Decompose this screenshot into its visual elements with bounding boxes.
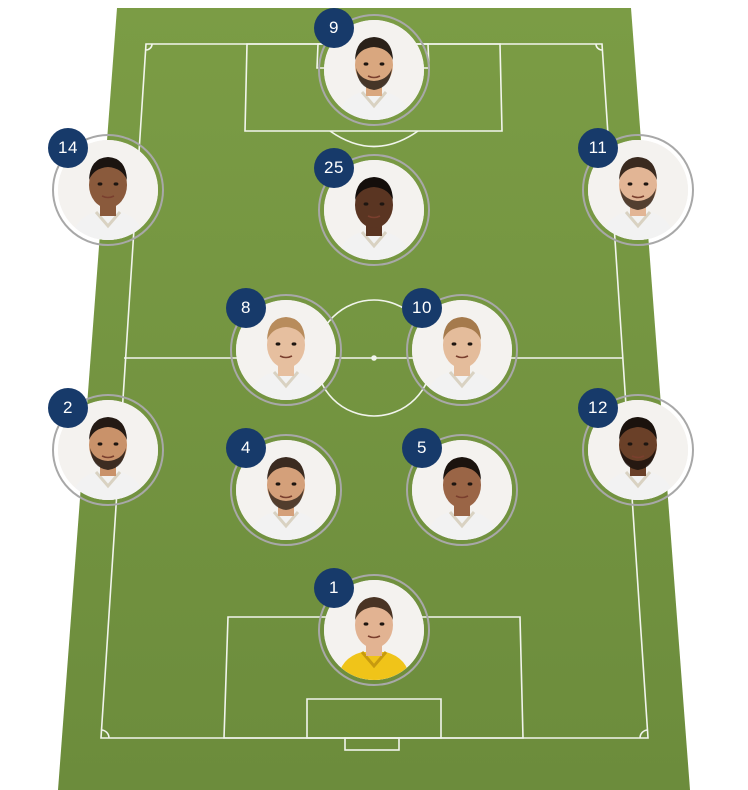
- player-card[interactable]: 14: [48, 128, 164, 246]
- centre-spot: [371, 355, 377, 361]
- player-card[interactable]: 11: [578, 128, 694, 246]
- player-ring: [582, 394, 694, 506]
- pitch-surface: [58, 8, 690, 790]
- player-number-badge: 11: [578, 128, 618, 168]
- player-number-badge: 5: [402, 428, 442, 468]
- corner-arc-bl: [100, 729, 110, 739]
- player-photo: [58, 140, 158, 240]
- bottom-goal-box: [306, 698, 442, 739]
- player-number-badge: 12: [578, 388, 618, 428]
- player-card[interactable]: 12: [578, 388, 694, 506]
- player-number-badge: 8: [226, 288, 266, 328]
- player-ring: [52, 394, 164, 506]
- player-card[interactable]: 1: [314, 568, 430, 686]
- top-penalty-arc: [329, 130, 419, 148]
- bottom-goal: [344, 737, 400, 751]
- player-ring: [406, 294, 518, 406]
- player-photo: [588, 400, 688, 500]
- player-number-badge: 4: [226, 428, 266, 468]
- player-ring: [406, 434, 518, 546]
- player-card[interactable]: 9: [314, 8, 430, 126]
- player-number-badge: 1: [314, 568, 354, 608]
- player-number-badge: 25: [314, 148, 354, 188]
- player-ring: [318, 574, 430, 686]
- player-number-badge: 9: [314, 8, 354, 48]
- player-photo: [58, 400, 158, 500]
- player-card[interactable]: 5: [402, 428, 518, 546]
- player-number-badge: 10: [402, 288, 442, 328]
- player-ring: [318, 154, 430, 266]
- player-card[interactable]: 4: [226, 428, 342, 546]
- player-card[interactable]: 8: [226, 288, 342, 406]
- player-card[interactable]: 25: [314, 148, 430, 266]
- player-number-badge: 2: [48, 388, 88, 428]
- player-ring: [582, 134, 694, 246]
- corner-arc-tr: [595, 43, 603, 51]
- player-card[interactable]: 10: [402, 288, 518, 406]
- player-ring: [318, 14, 430, 126]
- corner-arc-br: [639, 729, 649, 739]
- player-ring: [52, 134, 164, 246]
- player-number-badge: 14: [48, 128, 88, 168]
- player-photo: [324, 20, 424, 120]
- player-ring: [230, 434, 342, 546]
- player-card[interactable]: 2: [48, 388, 164, 506]
- corner-arc-tl: [145, 43, 153, 51]
- player-ring: [230, 294, 342, 406]
